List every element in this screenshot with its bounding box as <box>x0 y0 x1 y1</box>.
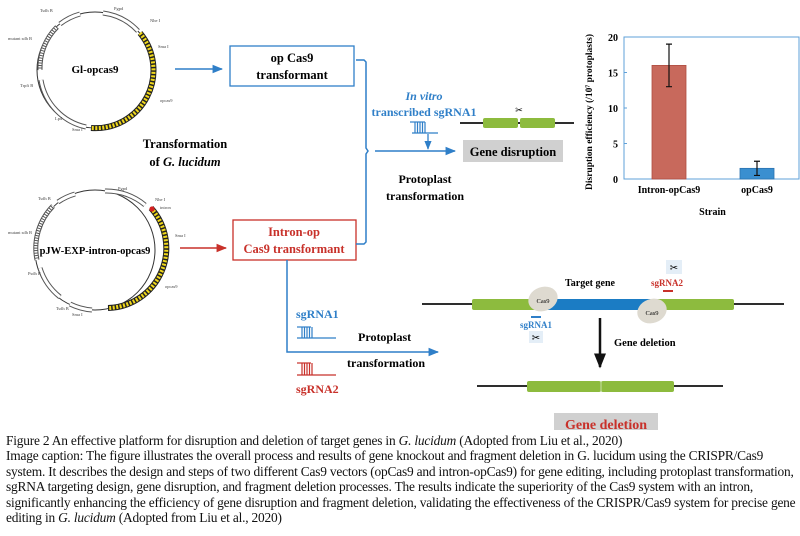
svg-text:op Cas9: op Cas9 <box>271 51 314 65</box>
plasmid-label: opcas9 <box>165 284 178 289</box>
plasmid-label: Sma I <box>158 44 169 49</box>
opcas9-transformant-box: op Cas9 transformant <box>229 45 355 87</box>
sgrna2-target-label: sgRNA2 <box>651 278 684 288</box>
bar-chart: Disruption efficiency (/10⁷ protoplasts)… <box>584 33 800 218</box>
transformation-label-2: transformation <box>386 189 464 203</box>
caption-title: Figure 2 An effective platform for disru… <box>6 433 623 448</box>
caption-body: Image caption: The figure illustrates th… <box>6 448 796 526</box>
plasmid-label: Tsdh B <box>40 8 53 13</box>
plasmid-label: Lpd <box>55 116 63 121</box>
error-bar <box>666 43 672 88</box>
plasmid-label: Nhe I <box>150 18 161 23</box>
sgrna1-icon <box>410 121 438 134</box>
plasmid-label: mutant sdh B <box>8 230 32 235</box>
gene-deletion-step-label: Gene deletion <box>614 338 676 349</box>
plasmid-label: Sma I <box>72 127 83 132</box>
plasmid-name: Gl-opcas9 <box>71 64 119 76</box>
intron-marker <box>149 206 155 212</box>
y-tick-label: 20 <box>608 33 618 44</box>
figure-caption: Figure 2 An effective platform for disru… <box>6 433 796 525</box>
transformation-label-3: transformation <box>347 356 425 370</box>
scissors-icon: ✂ <box>670 263 678 274</box>
svg-text:Gene deletion: Gene deletion <box>565 418 647 430</box>
plasmid-name: pJW-EXP-intron-opcas9 <box>40 246 151 257</box>
svg-text:Cas9 transformant: Cas9 transformant <box>243 242 345 256</box>
bracket <box>356 59 369 245</box>
plasmid-label: opcas9 <box>160 98 173 103</box>
sgrna2-icon <box>297 362 336 376</box>
svg-text:Gene disruption: Gene disruption <box>470 145 557 159</box>
gene-disruption-diagram: ✂ <box>460 105 574 128</box>
transcribed-sgrna1-label: transcribed sgRNA1 <box>372 105 477 119</box>
cas9-protein <box>637 298 667 324</box>
transformation-organism: of G. lucidum <box>149 155 220 169</box>
x-axis-label: Strain <box>699 207 726 218</box>
gene-deletion-label: Gene deletion <box>554 413 658 430</box>
in-vitro-label: In vitro <box>404 89 442 103</box>
plasmid-label: Pgpd <box>114 6 124 11</box>
y-tick-label: 5 <box>613 140 618 151</box>
arrow-to-deletion <box>286 260 440 357</box>
sgrna2-label: sgRNA2 <box>296 382 339 396</box>
svg-text:Cas9: Cas9 <box>646 310 659 317</box>
figure-canvas: Gl-opcas9 Pgpd Nhe I Sma I opcas9 Sma I … <box>8 6 800 430</box>
sgrna1-label: sgRNA1 <box>296 307 339 321</box>
x-tick-label: opCas9 <box>741 185 773 196</box>
sgrna1-icon <box>297 326 336 339</box>
plasmid-label: Trpfi B <box>20 83 33 88</box>
protoplast-label: Protoplast <box>358 330 411 344</box>
target-gene-label: Target gene <box>565 278 615 289</box>
svg-text:Cas9: Cas9 <box>537 298 550 305</box>
error-bar <box>754 160 760 177</box>
svg-text:transformant: transformant <box>256 68 328 82</box>
plasmid-label: Sma I <box>175 233 186 238</box>
target-gene-diagram: Cas9 Cas9 Target gene sgRNA1 ✂ ✂ sgRNA2 <box>422 260 784 344</box>
plasmid-label: Tsdh B <box>56 306 69 311</box>
y-tick-label: 15 <box>608 69 618 80</box>
cas9-protein <box>528 286 558 312</box>
protoplast-label: Protoplast <box>398 172 451 186</box>
plasmid-label: Nhe I <box>155 197 166 202</box>
gene-disruption-label: Gene disruption <box>463 140 563 162</box>
y-axis-label: Disruption efficiency (/10⁷ protoplasts) <box>584 34 595 190</box>
deleted-gene-diagram <box>477 381 723 392</box>
x-tick-label: Intron-opCas9 <box>638 185 701 196</box>
svg-text:Intron-op: Intron-op <box>268 225 320 239</box>
plasmid-gl-opcas9: Gl-opcas9 Pgpd Nhe I Sma I opcas9 Sma I … <box>8 6 173 132</box>
plasmid-label: mutant sdh B <box>8 36 32 41</box>
sgrna1-target-label: sgRNA1 <box>520 320 553 330</box>
plasmid-label: Pgpd <box>118 186 128 191</box>
y-tick-label: 0 <box>613 175 618 186</box>
plasmid-label: Tsdh B <box>38 196 51 201</box>
y-tick-label: 10 <box>608 104 618 115</box>
plasmid-label: intron <box>160 205 171 210</box>
plasmid-pjw-exp-intron-opcas9: pJW-EXP-intron-opcas9 Pgpd Nhe I intron … <box>8 186 186 317</box>
scissors-icon: ✂ <box>515 105 523 115</box>
scissors-icon: ✂ <box>532 333 540 344</box>
plasmid-label: Sma I <box>72 312 83 317</box>
intron-op-transformant-box: Intron-op Cas9 transformant <box>232 219 357 261</box>
plasmid-label: Psdh B <box>28 271 41 276</box>
plot-frame <box>623 36 800 180</box>
transformation-label: Transformation <box>143 137 228 151</box>
opcas9-segment <box>90 31 157 132</box>
